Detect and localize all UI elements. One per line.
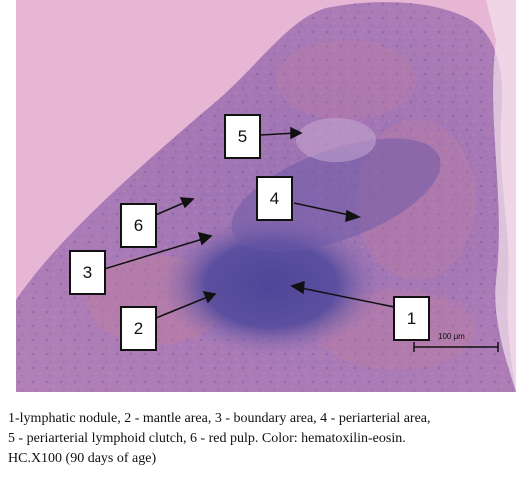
label-box-6: 6	[120, 203, 157, 248]
scale-bar-label: 100 μm	[438, 332, 465, 341]
caption-line-2: 5 - periarterial lymphoid clutch, 6 - re…	[8, 431, 406, 446]
label-box-5: 5	[224, 114, 261, 159]
label-3: 3	[82, 262, 93, 282]
label-2: 2	[133, 318, 144, 338]
label-4: 4	[269, 188, 280, 208]
label-5: 5	[237, 126, 248, 146]
label-box-4: 4	[256, 176, 293, 221]
label-box-3: 3	[69, 250, 106, 295]
label-box-2: 2	[120, 306, 157, 351]
caption-line-1: 1-lymphatic nodule, 2 - mantle area, 3 -…	[8, 411, 431, 426]
label-6: 6	[133, 215, 144, 235]
micrograph-figure: 1 2 3 4 5 6 100 μm	[16, 0, 516, 392]
caption-line-3: HC.X100 (90 days of age)	[8, 451, 157, 466]
label-1: 1	[406, 308, 417, 328]
figure-caption: 1-lymphatic nodule, 2 - mantle area, 3 -…	[8, 409, 528, 469]
label-box-1: 1	[393, 296, 430, 341]
